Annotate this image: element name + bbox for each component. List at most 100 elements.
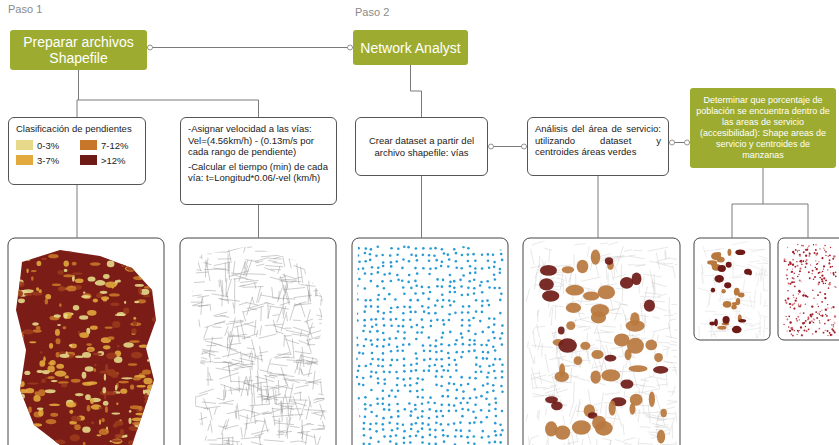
network-node (403, 442, 406, 445)
network-node (364, 365, 367, 368)
slope-patch (131, 328, 136, 334)
street-line (749, 261, 760, 263)
network-node (453, 422, 456, 425)
street-line (209, 372, 211, 380)
network-node (428, 417, 431, 420)
street-line (759, 275, 768, 277)
street-line (283, 287, 305, 289)
service-area (542, 290, 559, 301)
street-line (764, 317, 765, 337)
network-node (416, 272, 419, 275)
street-line (309, 262, 317, 263)
network-node (428, 254, 431, 257)
street-line (218, 280, 220, 287)
network-node (396, 384, 399, 387)
network-node (382, 265, 385, 268)
slope-patch (125, 266, 136, 272)
slope-patch (116, 402, 118, 405)
network-node (428, 273, 431, 276)
network-node (435, 375, 438, 378)
street-line (732, 265, 734, 278)
street-line (321, 336, 326, 351)
street-line (279, 276, 286, 278)
network-node (482, 357, 485, 360)
street-line (705, 311, 717, 313)
network-node (403, 337, 406, 340)
street-line (199, 423, 201, 433)
network-node (356, 422, 359, 425)
slope-patch (155, 340, 160, 345)
street-line (282, 251, 285, 267)
slope-patch (85, 394, 91, 400)
street-line (257, 389, 266, 390)
network-node (468, 324, 471, 327)
street-line (732, 242, 748, 245)
street-line (608, 242, 618, 245)
street-line (650, 270, 655, 290)
slope-patch (85, 366, 94, 371)
service-areas-small (698, 242, 768, 338)
network-node (382, 312, 385, 315)
street-line (309, 396, 312, 407)
street-line (267, 358, 271, 372)
network-node (382, 345, 385, 348)
slope-patch (156, 404, 160, 411)
street-line (262, 394, 281, 400)
street-line (243, 383, 255, 386)
network-node (376, 245, 379, 248)
map-panel (352, 238, 508, 445)
network-node (369, 437, 372, 440)
street-line (640, 386, 655, 387)
network-node (440, 350, 443, 353)
map-panel (8, 238, 164, 445)
network-node (455, 339, 458, 342)
network-node (417, 299, 420, 302)
service-area (590, 370, 600, 383)
network-node (481, 311, 484, 314)
street-line (710, 334, 716, 336)
street-line (606, 265, 608, 279)
street-line (660, 444, 677, 445)
slope-patch (147, 405, 150, 410)
network-node (494, 278, 497, 281)
street-line (549, 250, 550, 263)
slope-patch (147, 359, 155, 362)
street-line (239, 358, 254, 362)
slope-patch (130, 384, 134, 389)
service-area (727, 249, 731, 256)
service-area (572, 420, 591, 435)
street-line (245, 279, 253, 280)
slope-patches (10, 245, 162, 445)
street-line (669, 319, 676, 321)
street-line (304, 245, 325, 248)
network-node (397, 410, 400, 413)
street-line (289, 383, 293, 403)
block-centroids (783, 244, 836, 337)
network-node (448, 313, 451, 316)
network-node (449, 291, 452, 294)
network-node (421, 388, 424, 391)
slope-patch (147, 384, 156, 390)
network-node (467, 287, 470, 290)
street-line (254, 282, 255, 289)
street-line (309, 267, 326, 273)
street-line (194, 281, 205, 283)
street-line (645, 313, 646, 326)
street-line (213, 343, 231, 349)
network-node (356, 319, 359, 322)
street-line (228, 263, 230, 279)
network-node (454, 312, 457, 315)
street-line (239, 415, 249, 418)
network-node (436, 319, 439, 322)
network-node (434, 364, 437, 367)
network-node (358, 415, 361, 418)
street-line (306, 401, 310, 420)
street-line (532, 444, 537, 445)
network-node (475, 356, 478, 359)
service-area (707, 260, 717, 264)
street-line (281, 279, 297, 281)
network-node (494, 408, 497, 411)
street-line (311, 413, 323, 416)
network-node (356, 337, 359, 340)
street-line (255, 376, 274, 381)
